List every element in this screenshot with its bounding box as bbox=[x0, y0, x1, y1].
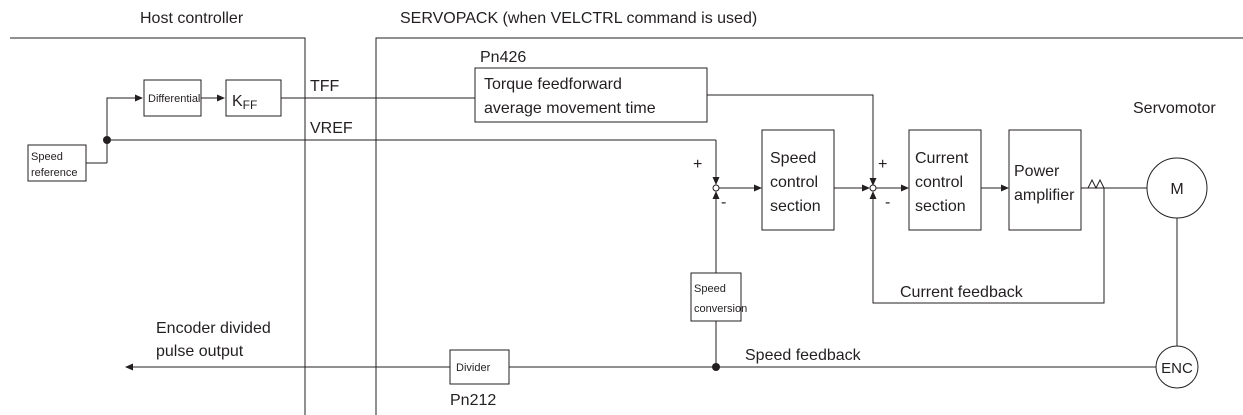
encoder-output-label-line1: Encoder divided bbox=[156, 320, 271, 337]
svg-text:control: control bbox=[770, 174, 818, 191]
svg-text:average movement time: average movement time bbox=[484, 100, 656, 117]
speed-summing-junction: + - bbox=[693, 156, 726, 211]
kff-block: KFF bbox=[225, 79, 282, 117]
servomotor: M bbox=[1146, 157, 1208, 219]
svg-text:-: - bbox=[721, 194, 726, 211]
encoder: ENC bbox=[1155, 345, 1199, 389]
tff-label: TFF bbox=[310, 78, 340, 95]
divider-block: Divider bbox=[449, 349, 510, 385]
svg-text:reference: reference bbox=[31, 167, 77, 179]
servopack-region bbox=[375, 37, 1243, 415]
feedforward-branch-wire bbox=[86, 94, 143, 164]
svg-text:section: section bbox=[770, 198, 821, 215]
svg-text:Divider: Divider bbox=[456, 362, 491, 374]
svg-text:section: section bbox=[915, 198, 966, 215]
svg-text:Torque feedforward: Torque feedforward bbox=[484, 76, 622, 93]
divider-param: Pn212 bbox=[450, 392, 496, 409]
current-sensor-symbol bbox=[1087, 178, 1105, 190]
svg-text:Speed: Speed bbox=[770, 150, 816, 167]
vref-label: VREF bbox=[310, 120, 353, 137]
svg-text:control: control bbox=[915, 174, 963, 191]
svg-text:Current: Current bbox=[915, 150, 969, 167]
svg-text:Speed: Speed bbox=[31, 151, 63, 163]
svg-text:-: - bbox=[885, 194, 890, 211]
svg-text:Speed: Speed bbox=[694, 283, 726, 295]
current-control-block: Current control section bbox=[908, 129, 982, 231]
encoder-output-label-line2: pulse output bbox=[156, 343, 244, 360]
torque-feedforward-block: Torque feedforward average movement time bbox=[474, 67, 708, 123]
svg-text:ENC: ENC bbox=[1161, 360, 1193, 377]
speed-control-block: Speed control section bbox=[761, 129, 835, 231]
speed-reference-block: Speed reference bbox=[27, 144, 87, 182]
power-amplifier-block: Power amplifier bbox=[1008, 129, 1082, 231]
svg-text:+: + bbox=[693, 156, 702, 173]
servomotor-label: Servomotor bbox=[1133, 100, 1216, 117]
differential-block: Differential bbox=[143, 79, 202, 117]
torque-ff-output-wire bbox=[707, 94, 874, 180]
speed-conversion-block: Speed conversion bbox=[690, 272, 747, 322]
speed-feedback-label: Speed feedback bbox=[745, 347, 862, 364]
current-feedback-wire bbox=[872, 188, 1105, 304]
svg-text:M: M bbox=[1170, 181, 1183, 198]
torque-ff-param: Pn426 bbox=[480, 49, 526, 66]
host-controller-label: Host controller bbox=[140, 10, 244, 27]
svg-text:+: + bbox=[878, 156, 887, 173]
svg-text:Differential: Differential bbox=[148, 93, 200, 105]
current-feedback-label: Current feedback bbox=[900, 284, 1024, 301]
svg-text:Power: Power bbox=[1014, 163, 1060, 180]
svg-text:KFF: KFF bbox=[232, 93, 257, 112]
svg-text:conversion: conversion bbox=[694, 303, 747, 315]
servopack-label: SERVOPACK (when VELCTRL command is used) bbox=[400, 10, 757, 27]
host-controller-region bbox=[10, 37, 306, 415]
svg-text:amplifier: amplifier bbox=[1014, 187, 1075, 204]
